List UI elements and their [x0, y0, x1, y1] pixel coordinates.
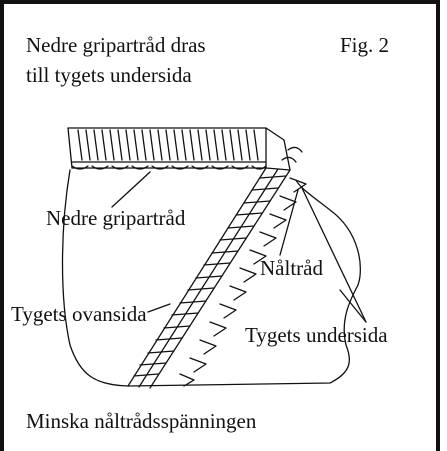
figure-number: Fig. 2: [340, 33, 389, 57]
caption-line-2: till tygets undersida: [26, 63, 192, 87]
label-bobbin-thread: Nedre gripartråd: [46, 206, 185, 230]
label-fabric-top: Tygets ovansida: [11, 302, 147, 326]
leader-fabric-under-1: [302, 188, 366, 322]
diagonal-teeth: [180, 178, 306, 386]
leader-fabric-top: [148, 304, 170, 312]
caption-line-1: Nedre gripartråd dras: [26, 33, 206, 57]
leader-bobbin-thread: [112, 172, 150, 207]
needle-thread-loops: [282, 147, 302, 162]
top-band-stitches: [78, 130, 258, 160]
label-fabric-under: Tygets undersida: [245, 323, 388, 347]
bottom-note: Minska nåltrådsspänningen: [26, 409, 256, 433]
label-needle-thread: Nåltråd: [260, 256, 323, 280]
corner-seam: [266, 128, 290, 170]
